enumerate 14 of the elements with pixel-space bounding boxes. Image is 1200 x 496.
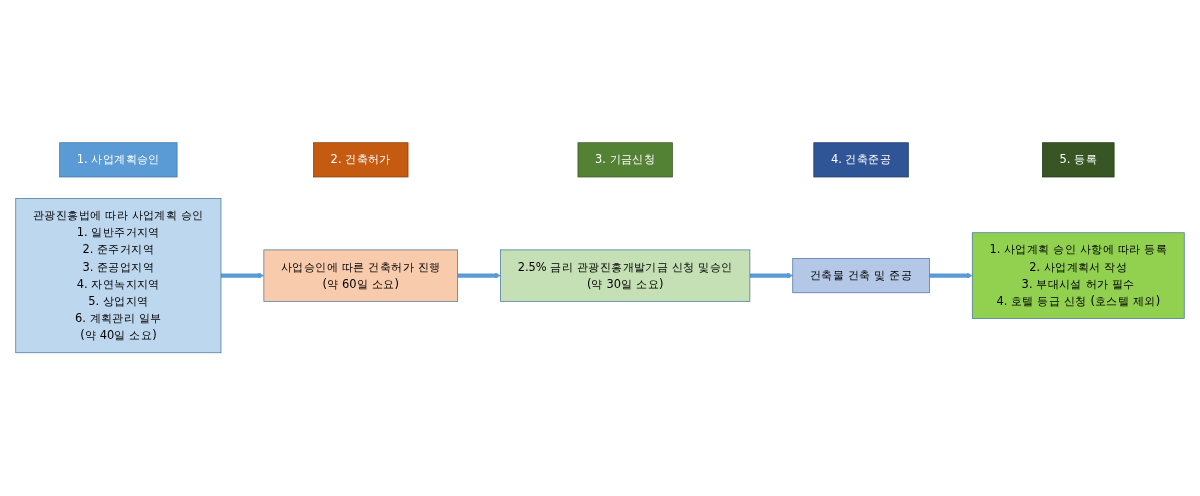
node-box: 4. 건축준공 [813,142,909,178]
arrow [929,272,973,279]
node-box: 3. 기금신청 [577,142,673,178]
arrow [221,272,265,279]
node-box: 2.5% 금리 관광진흥개발기금 신청 및승인 (약 30일 소요) [500,249,751,302]
node-box: 1. 사업계획 승인 사항에 따라 등록 2. 사업계획서 작성 3. 부대시설 허가 필수 4. 호텔 등급 신청 (호스텔 제외) [971,232,1185,320]
arrow [749,272,794,279]
node-box: 1. 사업계획승인 [59,142,178,178]
node-box: 건축물 건축 및 준공 [792,258,930,294]
node-box: 5. 등록 [1042,142,1115,178]
node-box: 2. 건축허가 [313,142,409,178]
node-box: 관광진흥법에 따라 사업계획 승인 1. 일반주거지역 2. 준주거지역 3. 준공업지역 4. 자연녹지지역 5. 상업지역 6. 계획관리 일부 (약 40일 소요) [15,198,222,354]
node-box: 사업승인에 따른 건축허가 진행 (약 60일 소요) [263,249,459,302]
arrow [457,272,501,279]
